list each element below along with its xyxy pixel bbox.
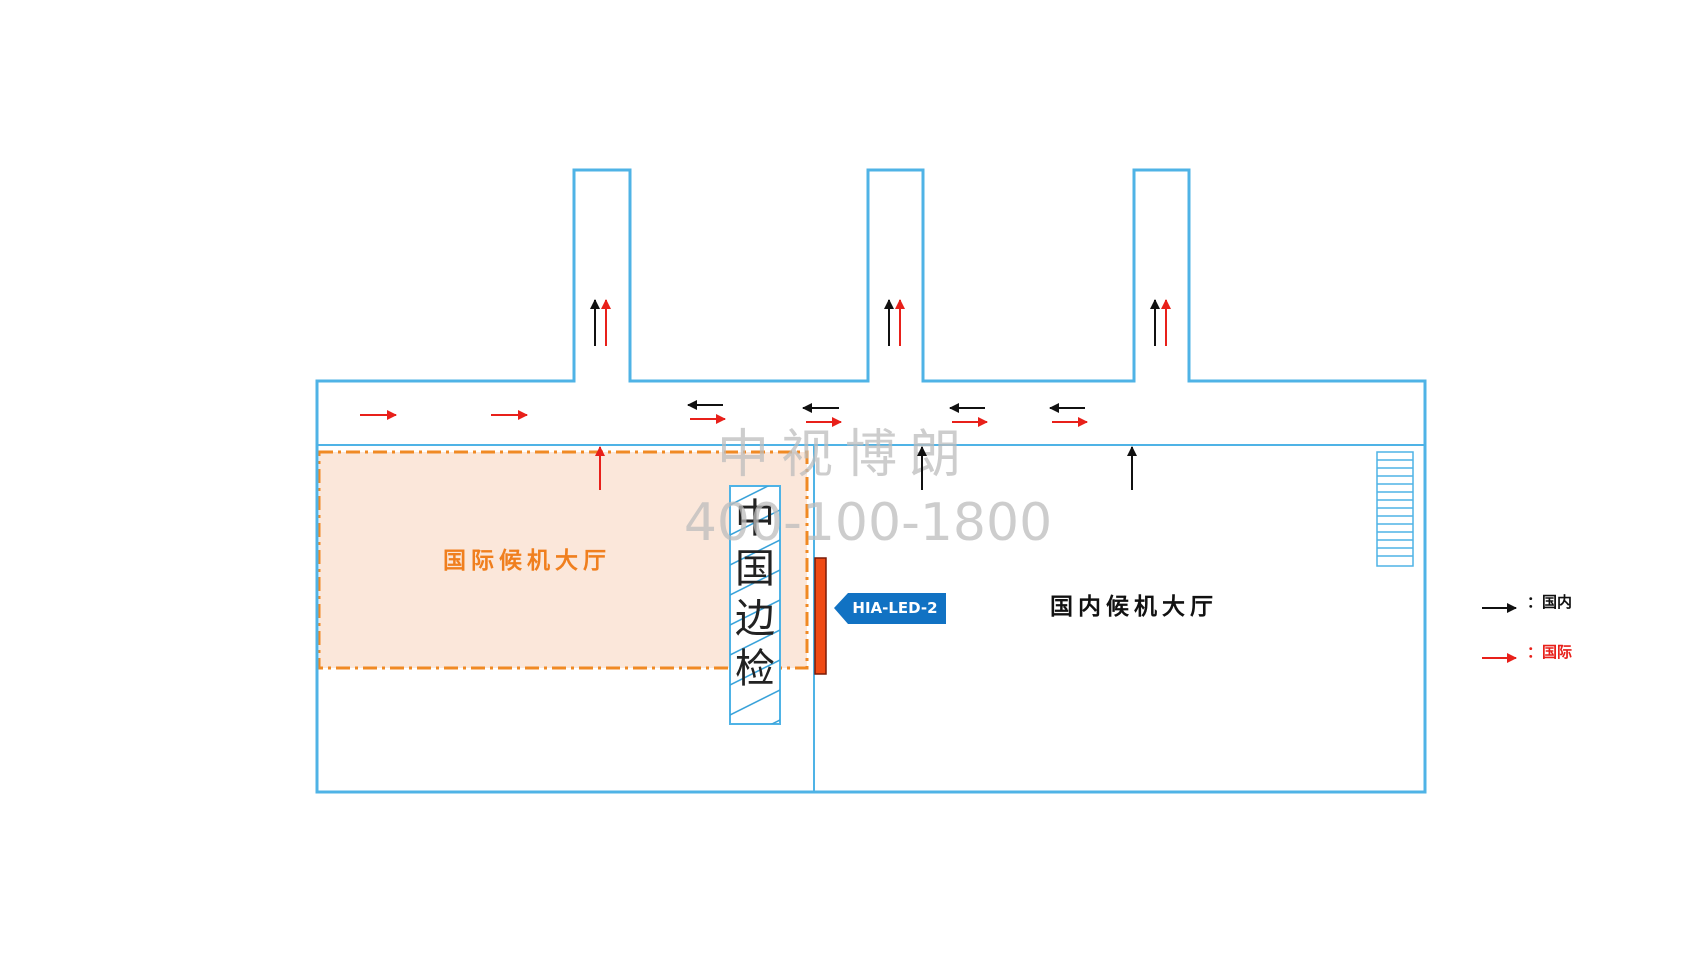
watermark-phone: 400-100-1800: [684, 493, 1052, 553]
stairs-icon: [1376, 451, 1414, 567]
border-control-char-2: 国: [735, 546, 775, 592]
watermark-name: 中视博朗: [717, 425, 973, 485]
border-control-char-4: 检: [735, 646, 775, 692]
international-hall-zone: [317, 450, 809, 670]
led-badge-shape[interactable]: [834, 593, 946, 624]
led-badge-label: HIA-LED-2: [852, 599, 937, 617]
border-control-char-1: 中: [735, 496, 775, 542]
border-control-box: [729, 485, 781, 725]
legend-international-label: ：国际: [1527, 643, 1572, 661]
border-control-char-3: 边: [735, 596, 775, 642]
legend-domestic-label: ：国内: [1527, 593, 1572, 611]
international-hall-label: 国际候机大厅: [443, 548, 611, 574]
legend: ：国内 ：国际: [1482, 593, 1572, 663]
terminal-outline: [315, 168, 1427, 794]
led-screen-icon[interactable]: [814, 557, 827, 675]
domestic-hall-label: 国内候机大厅: [1050, 594, 1218, 620]
